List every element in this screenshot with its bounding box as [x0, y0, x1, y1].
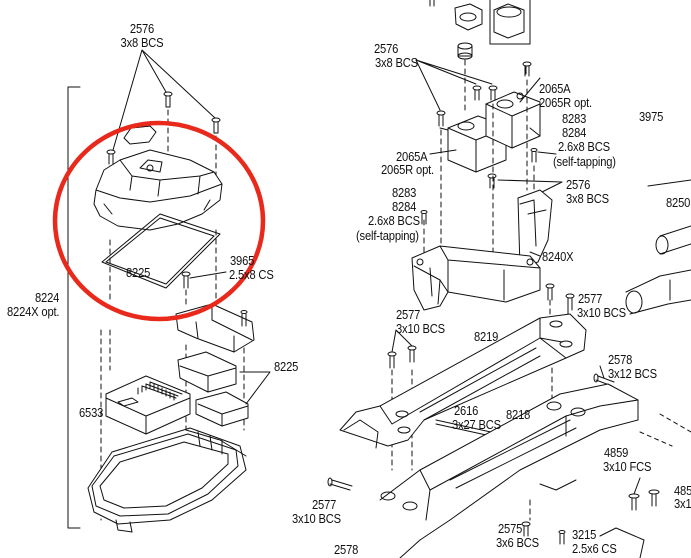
- screw-2576-mid-a: [436, 110, 446, 127]
- label-8224x: 8224X opt.: [7, 304, 60, 319]
- label-2578-b: 2578: [334, 542, 359, 557]
- label-2576-right-number: 2576: [566, 177, 591, 192]
- screw-2576-c: [106, 149, 116, 165]
- label-2578-a-number: 2578: [608, 352, 633, 367]
- label-2577-a-spec: 3x10 BCS: [396, 321, 445, 336]
- screw-2576-a: [163, 91, 173, 108]
- label-2576-top-spec: 3x8 BCS: [120, 35, 164, 50]
- label-4859-b-spec: 3x1: [674, 496, 691, 511]
- partial-steering-8250: [625, 269, 691, 315]
- receiver-box-base: [87, 427, 247, 533]
- screw-2575: [521, 521, 531, 537]
- screw-4859-b: [648, 489, 660, 507]
- label-2065a-left: 2065A: [396, 149, 428, 164]
- label-8250: 8250: [666, 195, 691, 210]
- servo-horn-top: [489, 0, 531, 45]
- label-3215-number: 3215: [572, 527, 597, 542]
- label-2065a-right: 2065A: [539, 81, 571, 96]
- label-6533: 6533: [79, 405, 104, 420]
- screw-2577-d: [565, 293, 575, 311]
- label-2-6x8-right: 2.6x8 BCS: [558, 139, 610, 154]
- label-2576-top-number: 2576: [129, 21, 155, 36]
- screw-2577-left-bottom: [327, 477, 353, 491]
- screw-2577-b: [387, 351, 397, 369]
- antenna-clip: [175, 303, 255, 353]
- screw-8283-right: [530, 148, 538, 163]
- label-2576-mid-spec: 3x8 BCS: [375, 55, 418, 70]
- screw-2577-c: [545, 283, 555, 301]
- label-2577-a-number: 2577: [396, 307, 421, 322]
- main-chassis-8218: [379, 383, 639, 558]
- label-2616-spec: 3x27 BCS: [452, 417, 501, 432]
- screw-2576-mid-c: [488, 85, 498, 101]
- label-2-6x8-left: 2.6x8 BCS: [368, 213, 420, 228]
- screw-2576-b: [211, 117, 221, 134]
- gasket-8225: [101, 213, 221, 289]
- screw-clip: [240, 310, 248, 327]
- foam-pad-1: [177, 351, 237, 393]
- label-8283-right: 8283: [562, 111, 587, 126]
- label-2575-spec: 3x6 BCS: [496, 535, 539, 550]
- servo-right: [485, 91, 541, 149]
- partial-shaft-8250: [655, 225, 691, 255]
- label-4859-a-spec: 3x10 FCS: [603, 459, 652, 474]
- label-8225-pads: 8225: [274, 359, 299, 374]
- receiver-box-lid: [93, 149, 223, 231]
- receiver-6533: [105, 375, 191, 435]
- assembly-bracket-8224: [67, 86, 81, 529]
- label-8284-left: 8284: [392, 199, 417, 214]
- servo-saver-top: [429, 0, 483, 31]
- label-3975: 3975: [639, 109, 664, 124]
- screw-2576-mid-d: [522, 61, 532, 77]
- screw-8283-left: [420, 210, 428, 225]
- label-8284-right: 8284: [562, 125, 587, 140]
- screw-4859-a: [628, 493, 640, 511]
- label-8225-gasket: 8225: [126, 265, 151, 280]
- screw-3215: [558, 530, 566, 545]
- label-4859-b-number: 485: [674, 483, 691, 498]
- label-3215-spec: 2.5x6 CS: [572, 541, 617, 556]
- label-2577-c-number: 2577: [312, 497, 337, 512]
- foam-pad-2: [195, 391, 249, 427]
- label-2616-number: 2616: [454, 403, 479, 418]
- label-2577-b-number: 2577: [578, 291, 603, 306]
- label-2065r-left: 2065R opt.: [381, 162, 434, 177]
- chassis-brace-8219: [339, 313, 587, 449]
- label-2065r-right: 2065R opt.: [539, 95, 592, 110]
- label-8219: 8219: [474, 329, 499, 344]
- screw-2576-mid-b: [472, 85, 482, 101]
- highlight-circle: [52, 120, 266, 322]
- label-2576-right-spec: 3x8 BCS: [566, 191, 609, 206]
- label-self-tapping-left: (self-tapping): [356, 228, 419, 243]
- label-2575-number: 2575: [498, 521, 523, 536]
- label-8240x: 8240X: [542, 249, 574, 264]
- bushing-top: [457, 42, 473, 60]
- label-2577-c-spec: 3x10 BCS: [292, 511, 341, 526]
- screw-3965: [181, 271, 191, 289]
- screw-2577-a: [407, 345, 417, 363]
- label-2577-b-spec: 3x10 BCS: [577, 305, 626, 320]
- label-2578-a-spec: 3x12 BCS: [608, 366, 657, 381]
- label-3965-number: 3965: [230, 253, 255, 268]
- servo-mount-8240X: [411, 189, 553, 311]
- label-8224: 8224: [35, 290, 60, 305]
- label-3965-spec: 2.5x8 CS: [229, 267, 274, 282]
- label-4859-a-number: 4859: [604, 445, 629, 460]
- label-2576-mid-number: 2576: [374, 41, 399, 56]
- label-8283-left: 8283: [392, 185, 417, 200]
- screw-2576-right: [487, 173, 497, 189]
- label-8218: 8218: [506, 407, 531, 422]
- label-self-tapping-right: (self-tapping): [553, 154, 616, 169]
